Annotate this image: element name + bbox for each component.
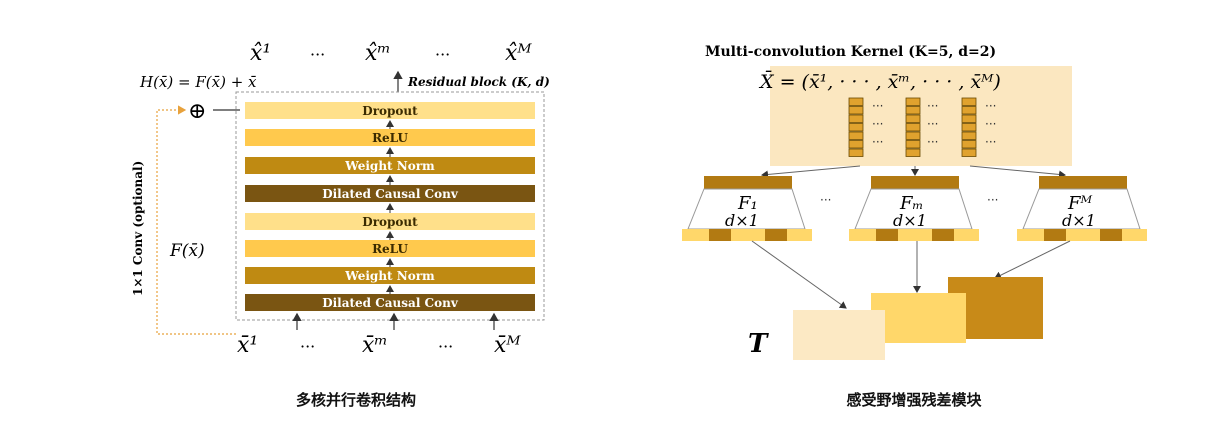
- sequence-cell: [848, 106, 864, 115]
- layer-dropout-1-label: Dropout: [362, 104, 418, 118]
- layer-weight-norm-2: Weight Norm: [245, 267, 535, 284]
- output-ellipsis-1: ···: [310, 45, 325, 64]
- layer-relu-2: ReLU: [245, 240, 535, 257]
- skip-connection-label: 1×1 Conv (optional): [131, 161, 145, 296]
- sequence-cell: [961, 131, 977, 140]
- output-map-2: [871, 293, 966, 343]
- output-xM: x̂ᴹ: [505, 41, 532, 66]
- panel-to-kernel-arrows: [761, 165, 1066, 179]
- layer-relu-1: ReLU: [245, 129, 535, 146]
- layer-weight-norm-1-label: Weight Norm: [344, 159, 435, 173]
- sequence-cell: [961, 123, 977, 132]
- multi-kernel-diagram: Multi-convolution Kernel (K=5, d=2) X̄ =…: [682, 44, 1147, 360]
- sequence-cell: [905, 123, 921, 132]
- add-symbol: ⊕: [188, 99, 206, 124]
- kernel-1-name: F₁: [737, 193, 758, 214]
- sequence-cell: [961, 140, 977, 149]
- caption-left: 多核并行卷积结构: [296, 391, 416, 409]
- residual-block-label: Residual block (K, d): [407, 75, 550, 89]
- svg-text:···: ···: [985, 117, 996, 131]
- output-ellipsis-2: ···: [435, 45, 450, 64]
- caption-right: 感受野增强残差模块: [846, 391, 982, 409]
- svg-text:···: ···: [927, 117, 938, 131]
- sequence-cell: [848, 123, 864, 132]
- input-ellipsis-1: ···: [300, 337, 315, 356]
- layer-dilated-conv-1-label: Dilated Causal Conv: [322, 187, 459, 201]
- kernel-to-output-arrows: [751, 240, 1071, 309]
- svg-text:···: ···: [872, 99, 883, 113]
- kernel-M-size: d×1: [1062, 211, 1096, 230]
- input-arrows: [292, 312, 499, 330]
- kernel-M: Fᴹ d×1: [1017, 176, 1147, 241]
- input-xm: x̄ᵐ: [362, 333, 388, 358]
- sequence-column-1: [848, 97, 864, 157]
- sequence-column-2: [905, 97, 921, 157]
- sequence-cell: [848, 114, 864, 123]
- kernel-m: Fₘ d×1: [849, 176, 979, 241]
- sequence-cell: [961, 97, 977, 106]
- sequence-cell: [961, 106, 977, 115]
- sequence-column-3: [961, 97, 977, 157]
- input-xM: x̄ᴹ: [494, 333, 521, 358]
- kernel-1: F₁ d×1: [682, 176, 812, 241]
- layer-weight-norm-2-label: Weight Norm: [344, 269, 435, 283]
- input-ellipsis-2: ···: [438, 337, 453, 356]
- residual-equation: H(x̄) = F(x̄) + x̄: [139, 73, 257, 91]
- layer-dilated-conv-2-label: Dilated Causal Conv: [322, 296, 459, 310]
- svg-text:···: ···: [985, 99, 996, 113]
- sequence-cell: [905, 114, 921, 123]
- layer-relu-1-label: ReLU: [372, 131, 408, 145]
- sequence-cell: [905, 106, 921, 115]
- input-x1: x̄¹: [237, 333, 258, 358]
- layer-dilated-conv-1: Dilated Causal Conv: [245, 185, 535, 202]
- sequence-cell: [961, 148, 977, 157]
- skip-connection-path: [156, 105, 236, 335]
- sequence-cell: [848, 131, 864, 140]
- output-x1: x̂¹: [250, 41, 271, 66]
- sequence-cell: [905, 148, 921, 157]
- kernel-M-name: Fᴹ: [1067, 193, 1092, 214]
- layer-weight-norm-1: Weight Norm: [245, 157, 535, 174]
- sequence-cell: [905, 140, 921, 149]
- svg-text:···: ···: [927, 135, 938, 149]
- sequence-cell: [905, 131, 921, 140]
- svg-text:···: ···: [872, 135, 883, 149]
- layer-relu-2-label: ReLU: [372, 242, 408, 256]
- layer-dropout-2: Dropout: [245, 213, 535, 230]
- sequence-cell: [848, 97, 864, 106]
- multi-kernel-title: Multi-convolution Kernel (K=5, d=2): [705, 44, 996, 60]
- layer-dropout-2-label: Dropout: [362, 215, 418, 229]
- sequence-cell: [848, 148, 864, 157]
- sequence-cell: [961, 114, 977, 123]
- layer-dilated-conv-2: Dilated Causal Conv: [245, 294, 535, 311]
- output-xm: x̂ᵐ: [365, 41, 391, 66]
- f-label: F(x̄): [169, 241, 205, 261]
- kernel-dots-2: ···: [987, 193, 998, 207]
- kernel-1-size: d×1: [725, 211, 759, 230]
- kernel-m-name: Fₘ: [899, 193, 924, 214]
- sequence-cell: [905, 97, 921, 106]
- sequence-equation: X̄ = (x̄¹, · · · , x̄ᵐ, · · · , x̄ᴹ): [758, 70, 1001, 93]
- svg-text:···: ···: [927, 99, 938, 113]
- sequence-cell: [848, 140, 864, 149]
- output-label-T: T: [748, 329, 769, 359]
- sequence-columns: [848, 97, 977, 157]
- column-dots: ··· ··· ··· ··· ··· ··· ··· ··· ···: [872, 99, 996, 149]
- svg-text:···: ···: [985, 135, 996, 149]
- svg-text:···: ···: [872, 117, 883, 131]
- residual-block-diagram: x̂¹ ··· x̂ᵐ ··· x̂ᴹ H(x̄) = F(x̄) + x̄ R…: [131, 41, 550, 358]
- sequence-panel: [770, 66, 1072, 166]
- output-map-1: [793, 310, 885, 360]
- layer-stack: Dropout ReLU Weight Norm Dilated Causal …: [245, 102, 535, 311]
- layer-dropout-1: Dropout: [245, 102, 535, 119]
- kernel-m-size: d×1: [893, 211, 927, 230]
- kernel-dots-1: ···: [820, 193, 831, 207]
